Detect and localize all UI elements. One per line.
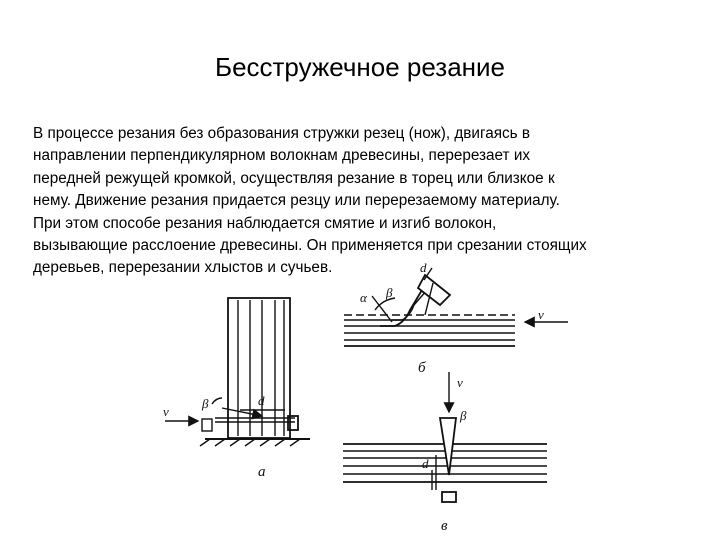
paragraph-line: нему. Движение резания придается резцу и…	[33, 192, 560, 210]
d-label-v: d	[422, 456, 429, 471]
diagram-a	[165, 297, 310, 447]
d-label-a: d	[258, 393, 265, 408]
speed-label-b: v	[538, 307, 544, 322]
d-label-b: d	[420, 260, 427, 275]
slide-title: Бесстружечное резание	[215, 52, 505, 82]
diagram-v	[343, 372, 547, 503]
caption-v: в	[441, 518, 448, 534]
paragraph-line: деревьев, перерезании хлыстов и сучьев.	[33, 259, 333, 277]
beta-label-v: β	[459, 408, 467, 423]
body-paragraph: В процессе резания без образования струж…	[33, 123, 693, 280]
paragraph-line: При этом способе резания наблюдается смя…	[33, 214, 497, 232]
speed-label-a: v	[163, 404, 169, 419]
paragraph-line: вызывающие расслоение древесины. Он прим…	[33, 237, 587, 255]
alpha-label: α	[360, 290, 368, 305]
speed-label-v: v	[457, 375, 463, 390]
diagram-b	[344, 267, 568, 347]
caption-a: а	[258, 464, 266, 480]
beta-label-b: β	[385, 285, 393, 300]
caption-b: б	[418, 360, 426, 376]
paragraph-line: передней режущей кромкой, осуществляя ре…	[33, 169, 555, 187]
paragraph-line: В процессе резания без образования струж…	[33, 125, 530, 142]
beta-label-a: β	[201, 396, 209, 411]
paragraph-line: направлении перпендикулярном волокнам др…	[33, 147, 531, 165]
